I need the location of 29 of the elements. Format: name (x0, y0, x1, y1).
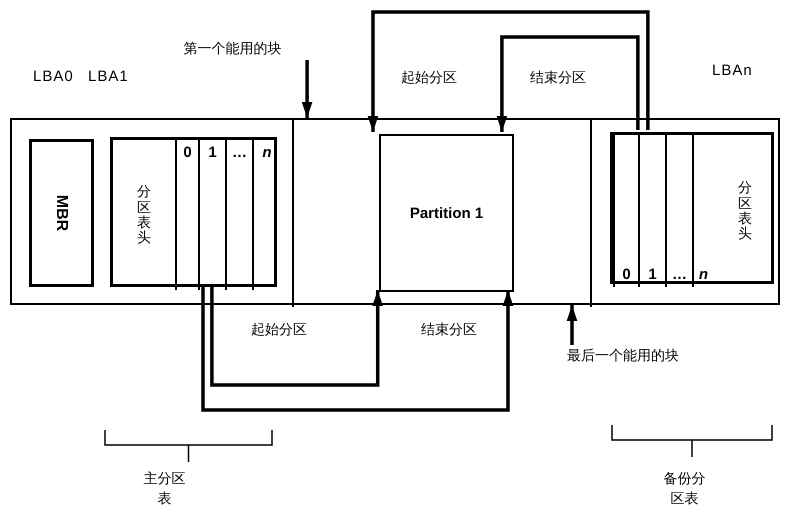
table-caption: 主分区表 (142, 469, 186, 508)
connector-arrow (210, 285, 384, 387)
entry-cell: 0 (613, 135, 638, 287)
table-caption: 备份分区表 (662, 469, 706, 508)
entry-cell: 1 (198, 140, 225, 290)
address-label: LBA0 (33, 68, 74, 85)
connector-arrow (201, 285, 514, 412)
entry-cell: n (692, 135, 713, 287)
address-label: LBAn (712, 62, 753, 79)
annotation-text: 最后一个能用的块 (548, 345, 698, 367)
table-header-cell: 分区表头 (713, 135, 777, 287)
address-label: LBA1 (88, 68, 129, 85)
entry-cell: 1 (638, 135, 665, 287)
pointer-arrow (566, 305, 578, 345)
annotation-text: 第一个能用的块 (150, 38, 315, 60)
entry-cell: … (225, 140, 252, 290)
connector-arrow (496, 35, 640, 132)
partition-block: Partition 1 (379, 134, 514, 292)
table-header-cell: 分区表头 (113, 140, 175, 290)
pointer-arrow (302, 60, 312, 118)
usable-region (292, 120, 592, 307)
mbr-block: MBR (29, 139, 94, 287)
connector-arrow (368, 10, 650, 132)
partition-table (110, 137, 277, 287)
entry-cell: n (252, 140, 280, 290)
entry-cell: 0 (175, 140, 198, 290)
partition-table (610, 132, 774, 284)
entry-cell: … (665, 135, 692, 287)
disk-band (10, 118, 780, 305)
